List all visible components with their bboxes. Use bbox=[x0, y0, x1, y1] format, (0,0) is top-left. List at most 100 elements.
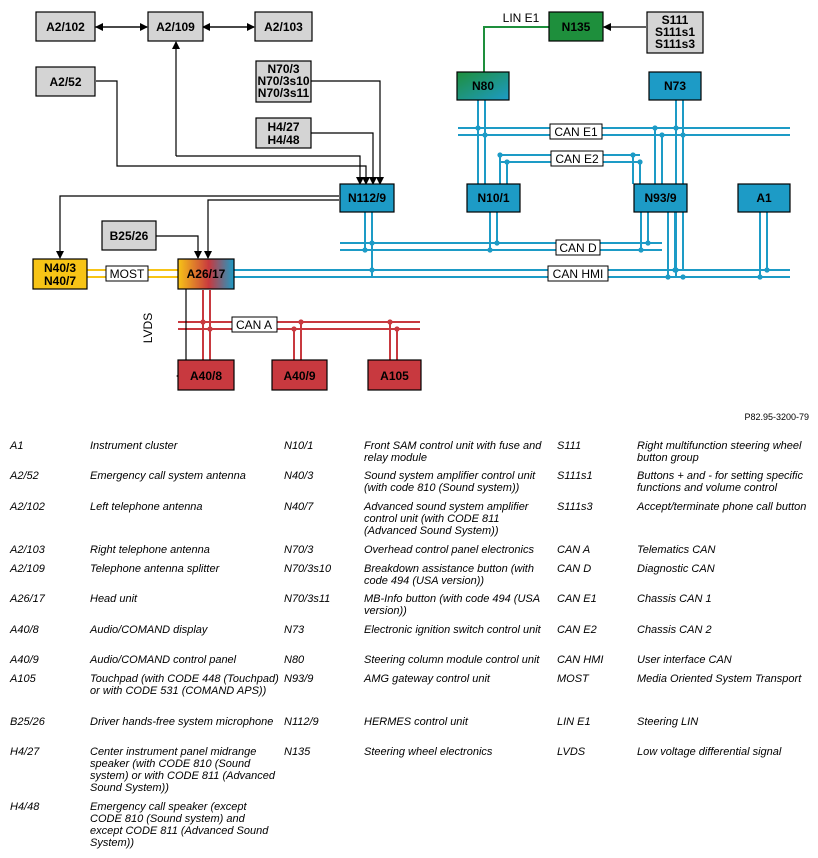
legend-desc: Audio/COMAND control panel bbox=[90, 654, 237, 666]
legend-code: N80 bbox=[284, 654, 305, 666]
bus-label-can-e1: CAN E1 bbox=[549, 123, 603, 140]
bus-label-most: MOST bbox=[105, 265, 149, 282]
legend-code: CAN HMI bbox=[557, 654, 604, 666]
svg-text:N40/7: N40/7 bbox=[44, 274, 76, 288]
legend-code: N70/3s11 bbox=[284, 593, 331, 605]
legend-code: A40/9 bbox=[10, 654, 39, 666]
legend-desc: Head unit bbox=[90, 593, 138, 605]
legend-code: A2/109 bbox=[10, 563, 45, 575]
svg-text:A1: A1 bbox=[756, 191, 772, 205]
box-n80: N80 bbox=[456, 71, 510, 101]
legend-code: A105 bbox=[10, 673, 36, 685]
legend-code: N70/3s10 bbox=[284, 563, 332, 575]
box-h4: H4/27 H4/48 bbox=[255, 117, 312, 149]
legend-desc: User interface CAN bbox=[637, 654, 732, 666]
can-d-label: CAN D bbox=[559, 241, 597, 255]
legend-desc: Right multifunction steering wheel butto… bbox=[637, 440, 802, 464]
can-d-bus bbox=[340, 242, 662, 251]
box-a26-17: A26/17 bbox=[177, 258, 235, 290]
bus-label-can-e2: CAN E2 bbox=[550, 150, 604, 167]
box-s111: S111 S111s1 S111s3 bbox=[646, 11, 704, 54]
legend-desc: Electronic ignition switch control unit bbox=[364, 624, 541, 636]
box-a2-52: A2/52 bbox=[35, 66, 96, 97]
legend-code: A2/102 bbox=[10, 501, 45, 513]
legend-desc: Telematics CAN bbox=[637, 544, 716, 556]
legend-desc: Buttons + and - for setting specific fun… bbox=[637, 470, 804, 494]
can-a-label: CAN A bbox=[236, 318, 272, 332]
legend-code: CAN E1 bbox=[557, 593, 597, 605]
legend-code: N112/9 bbox=[284, 716, 319, 728]
svg-text:N135: N135 bbox=[562, 20, 591, 34]
svg-text:S111: S111 bbox=[662, 13, 689, 27]
svg-text:H4/48: H4/48 bbox=[267, 133, 299, 147]
legend-desc: Steering LIN bbox=[637, 716, 699, 728]
legend: A1 Instrument cluster A2/52 Emergency ca… bbox=[0, 438, 818, 858]
legend-code: A26/17 bbox=[10, 593, 45, 605]
lvds-label: LVDS bbox=[141, 313, 155, 343]
svg-text:N70/3s10: N70/3s10 bbox=[257, 74, 309, 88]
box-a105: A105 bbox=[367, 359, 422, 391]
legend-desc: Breakdown assistance button (with code 4… bbox=[364, 563, 534, 587]
legend-desc: Overhead control panel electronics bbox=[364, 544, 534, 556]
legend-code: CAN E2 bbox=[557, 624, 597, 636]
svg-text:N73: N73 bbox=[664, 79, 686, 93]
bus-label-can-a: CAN A bbox=[231, 316, 278, 333]
box-a1: A1 bbox=[737, 183, 791, 213]
svg-text:N93/9: N93/9 bbox=[644, 191, 676, 205]
box-a40-9: A40/9 bbox=[271, 359, 328, 391]
can-a-dots bbox=[200, 319, 400, 332]
legend-code: LIN E1 bbox=[557, 716, 591, 728]
legend-desc: Chassis CAN 2 bbox=[637, 624, 712, 636]
legend-desc: Chassis CAN 1 bbox=[637, 593, 712, 605]
legend-code: S111s1 bbox=[557, 470, 593, 482]
legend-code: N73 bbox=[284, 624, 305, 636]
svg-text:N40/3: N40/3 bbox=[44, 261, 76, 275]
svg-text:A40/9: A40/9 bbox=[283, 369, 315, 383]
box-a2-109: A2/109 bbox=[147, 11, 204, 42]
legend-code: N40/3 bbox=[284, 470, 314, 482]
legend-desc: Telephone antenna splitter bbox=[90, 563, 220, 575]
svg-text:N80: N80 bbox=[472, 79, 494, 93]
svg-text:A105: A105 bbox=[380, 369, 409, 383]
svg-text:A2/52: A2/52 bbox=[49, 75, 81, 89]
legend-desc: Accept/terminate phone call button bbox=[637, 501, 807, 513]
box-n112-9: N112/9 bbox=[339, 183, 395, 213]
lin-e1-label: LIN E1 bbox=[503, 11, 540, 25]
svg-text:A26/17: A26/17 bbox=[187, 267, 226, 281]
legend-desc: Instrument cluster bbox=[90, 440, 178, 452]
can-hmi-label: CAN HMI bbox=[553, 267, 604, 281]
legend-desc: Emergency call speaker (except CODE 810 … bbox=[90, 801, 269, 849]
bus-label-can-hmi: CAN HMI bbox=[547, 265, 609, 282]
svg-text:N112/9: N112/9 bbox=[348, 191, 386, 205]
legend-desc: Sound system amplifier control unit (wit… bbox=[364, 470, 536, 494]
legend-desc: Steering wheel electronics bbox=[364, 746, 493, 758]
legend-code: LVDS bbox=[557, 746, 586, 758]
legend-desc: Front SAM control unit with fuse and rel… bbox=[364, 440, 542, 464]
legend-code: A1 bbox=[10, 440, 24, 452]
legend-code: A2/103 bbox=[10, 544, 45, 556]
legend-code: A40/8 bbox=[10, 624, 39, 636]
svg-text:H4/27: H4/27 bbox=[267, 120, 299, 134]
box-n70: N70/3 N70/3s10 N70/3s11 bbox=[255, 60, 312, 103]
legend-code: H4/48 bbox=[10, 801, 40, 813]
legend-code: CAN A bbox=[557, 544, 591, 556]
svg-text:N70/3: N70/3 bbox=[267, 62, 299, 76]
svg-text:A40/8: A40/8 bbox=[190, 369, 222, 383]
svg-text:A2/102: A2/102 bbox=[46, 20, 85, 34]
svg-text:S111s3: S111s3 bbox=[655, 37, 695, 51]
wiring-diagram: LIN E1 CAN E1 CAN E2 CAN D CAN HMI CAN A… bbox=[32, 11, 791, 391]
box-n40: N40/3 N40/7 bbox=[32, 258, 88, 290]
legend-desc: Advanced sound system amplifier control … bbox=[364, 501, 529, 537]
svg-text:N10/1: N10/1 bbox=[477, 191, 509, 205]
legend-desc: Touchpad (with CODE 448 (Touchpad) or wi… bbox=[90, 673, 279, 697]
legend-desc: Driver hands-free system microphone bbox=[90, 716, 274, 728]
legend-desc: MB-Info button (with code 494 (USA versi… bbox=[364, 593, 540, 617]
legend-desc: Emergency call system antenna bbox=[90, 470, 246, 482]
legend-code: A2/52 bbox=[10, 470, 39, 482]
legend-desc: AMG gateway control unit bbox=[364, 673, 490, 685]
svg-text:N70/3s11: N70/3s11 bbox=[258, 86, 310, 100]
legend-code: MOST bbox=[557, 673, 589, 685]
legend-code: B25/26 bbox=[10, 716, 45, 728]
legend-code: H4/27 bbox=[10, 746, 40, 758]
legend-code: CAN D bbox=[557, 563, 592, 575]
